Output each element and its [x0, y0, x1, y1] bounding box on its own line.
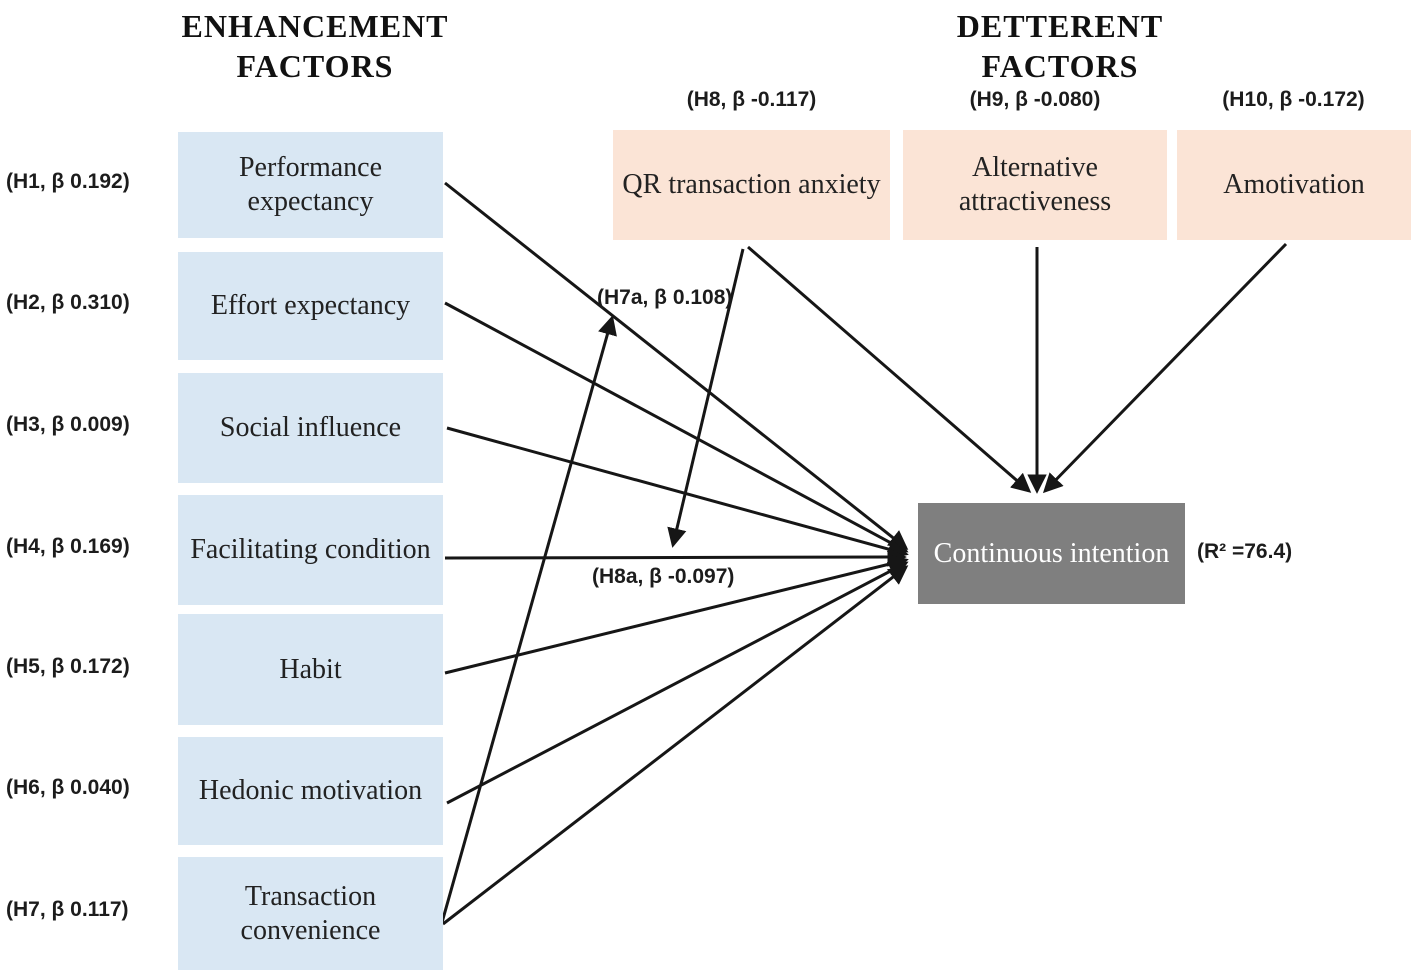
arrow-h8a-moderation [667, 248, 745, 548]
factor-box-facilitating-condition: Facilitating condition [178, 495, 443, 605]
h6-label: (H6, β 0.040) [6, 776, 130, 799]
arrow-h7a-moderation [439, 315, 617, 927]
enhancement-factors-title: ENHANCEMENT FACTORS [181, 8, 449, 84]
factor-label: Alternative attractiveness [958, 152, 1112, 217]
factor-box-alternative-attractiveness: Alternative attractiveness [903, 130, 1167, 240]
factor-box-social-influence: Social influence [178, 373, 443, 483]
h5-label: (H5, β 0.172) [6, 655, 130, 678]
arrow-h3-social-to-intention [446, 426, 909, 560]
h8a-label: (H8a, β -0.097) [592, 565, 735, 588]
h10-label: (H10, β -0.172) [1222, 88, 1365, 111]
factor-label: Hedonic motivation [198, 775, 423, 807]
arrow-h5-habit-to-intention [444, 554, 909, 675]
factor-box-amotivation: Amotivation [1177, 130, 1411, 240]
factor-label: Amotivation [1223, 169, 1365, 201]
factor-label: Performance expectancy [238, 152, 383, 217]
factor-box-hedonic-motivation: Hedonic motivation [178, 737, 443, 845]
h1-label: (H1, β 0.192) [6, 170, 130, 193]
factor-label: Transaction convenience [240, 880, 381, 946]
arrow-h10-amotivation-to-intention [1042, 242, 1288, 494]
h3-label: (H3, β 0.009) [6, 413, 130, 436]
factor-label: Social influence [219, 412, 402, 444]
deterrent-factors-title: DETTERENT FACTORS [956, 8, 1164, 84]
arrow-h6-hedonic-to-intention [446, 561, 909, 805]
h7a-label: (H7a, β 0.108) [597, 286, 733, 309]
factor-label: Effort expectancy [210, 290, 411, 322]
factor-box-transaction-convenience: Transaction convenience [178, 857, 443, 970]
factor-label: QR transaction anxiety [622, 169, 881, 201]
arrow-h8-qr-anxiety-to-intention [747, 245, 1032, 493]
h4-label: (H4, β 0.169) [6, 535, 130, 558]
h2-label: (H2, β 0.310) [6, 291, 130, 314]
arrow-h7-transaction-to-intention [442, 565, 909, 926]
factor-box-qr-transaction-anxiety: QR transaction anxiety [613, 130, 890, 240]
h9-label: (H9, β -0.080) [969, 88, 1101, 111]
factor-box-performance-expectancy: Performance expectancy [178, 132, 443, 238]
h7-label: (H7, β 0.117) [6, 898, 129, 921]
factor-box-effort-expectancy: Effort expectancy [178, 252, 443, 360]
arrow-h4-facilitating-to-intention [444, 547, 907, 567]
r-squared-label: (R² =76.4) [1197, 540, 1293, 563]
factor-box-habit: Habit [178, 614, 443, 725]
arrow-h2-effort-to-intention [444, 301, 909, 553]
arrow-h1-performance-to-intention [444, 181, 909, 550]
outcome-label: Continuous intention [933, 537, 1170, 569]
h8-label: (H8, β -0.117) [686, 88, 817, 111]
factor-label: Facilitating condition [190, 534, 431, 566]
factor-label: Habit [279, 653, 342, 685]
outcome-box-continuous-intention: Continuous intention [918, 503, 1185, 604]
